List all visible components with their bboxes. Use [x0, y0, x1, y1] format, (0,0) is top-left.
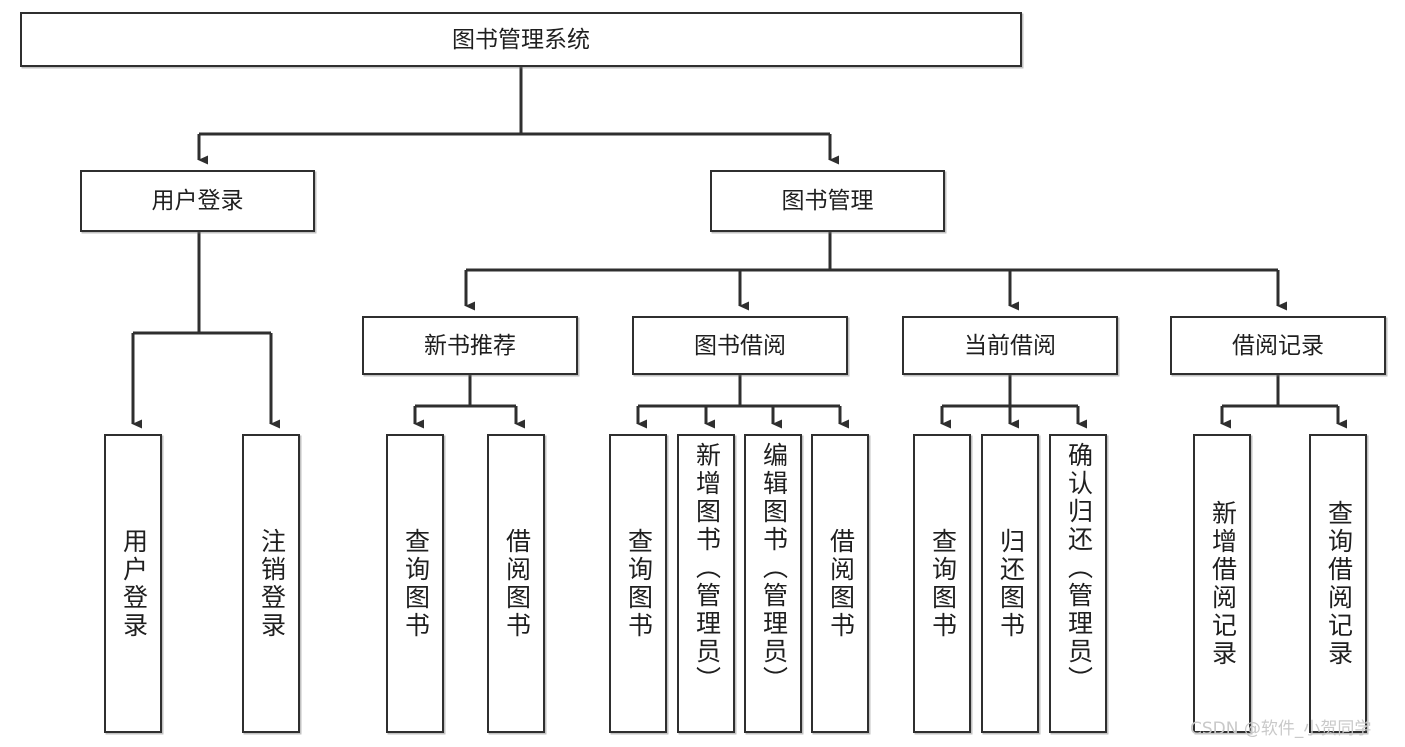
- node-user-login[interactable]: 用户登录: [80, 170, 315, 232]
- node-label: 确认归还（管理员）: [1064, 442, 1093, 694]
- node-leaf-add-book-admin[interactable]: 新增图书（管理员）: [677, 434, 735, 733]
- node-label: 借阅图书: [826, 527, 855, 640]
- node-leaf-confirm-return-admin[interactable]: 确认归还（管理员）: [1049, 434, 1107, 733]
- node-label: 当前借阅: [964, 331, 1056, 358]
- node-label: 新增图书（管理员）: [692, 442, 721, 694]
- node-label: 查询图书: [928, 527, 957, 640]
- node-label: 编辑图书（管理员）: [759, 442, 788, 694]
- node-label: 借阅图书: [502, 527, 531, 640]
- node-label: 查询图书: [401, 527, 430, 640]
- node-leaf-borrow-book[interactable]: 借阅图书: [811, 434, 869, 733]
- node-leaf-borrow-book-recommend[interactable]: 借阅图书: [487, 434, 545, 733]
- node-label: 图书借阅: [694, 331, 786, 358]
- node-label: 图书管理: [781, 187, 874, 214]
- node-book-borrow[interactable]: 图书借阅: [632, 316, 848, 375]
- node-label: 新增借阅记录: [1208, 499, 1237, 668]
- node-leaf-edit-book-admin[interactable]: 编辑图书（管理员）: [744, 434, 802, 733]
- node-leaf-return-book[interactable]: 归还图书: [981, 434, 1039, 733]
- node-label: 新书推荐: [424, 331, 516, 358]
- node-leaf-add-borrow-record[interactable]: 新增借阅记录: [1193, 434, 1251, 733]
- node-label: 查询图书: [624, 527, 653, 640]
- node-label: 查询借阅记录: [1324, 499, 1353, 668]
- node-label: 注销登录: [257, 527, 286, 640]
- node-label: 借阅记录: [1232, 331, 1324, 358]
- node-label: 用户登录: [151, 187, 244, 214]
- node-leaf-user-login[interactable]: 用户登录: [104, 434, 162, 733]
- node-current-borrow[interactable]: 当前借阅: [902, 316, 1118, 375]
- node-book-management[interactable]: 图书管理: [710, 170, 945, 232]
- node-leaf-query-book-recommend[interactable]: 查询图书: [386, 434, 444, 733]
- node-borrow-record[interactable]: 借阅记录: [1170, 316, 1386, 375]
- node-leaf-query-book-borrow[interactable]: 查询图书: [609, 434, 667, 733]
- node-root-system[interactable]: 图书管理系统: [20, 12, 1022, 67]
- node-leaf-query-borrow-record[interactable]: 查询借阅记录: [1309, 434, 1367, 733]
- watermark-text: CSDN @软件_小贺同学: [1190, 719, 1372, 739]
- node-label: 图书管理系统: [452, 25, 590, 52]
- node-leaf-query-book-current[interactable]: 查询图书: [913, 434, 971, 733]
- node-label: 归还图书: [996, 527, 1025, 640]
- node-leaf-logout[interactable]: 注销登录: [242, 434, 300, 733]
- node-label: 用户登录: [119, 527, 148, 640]
- node-new-book-recommend[interactable]: 新书推荐: [362, 316, 578, 375]
